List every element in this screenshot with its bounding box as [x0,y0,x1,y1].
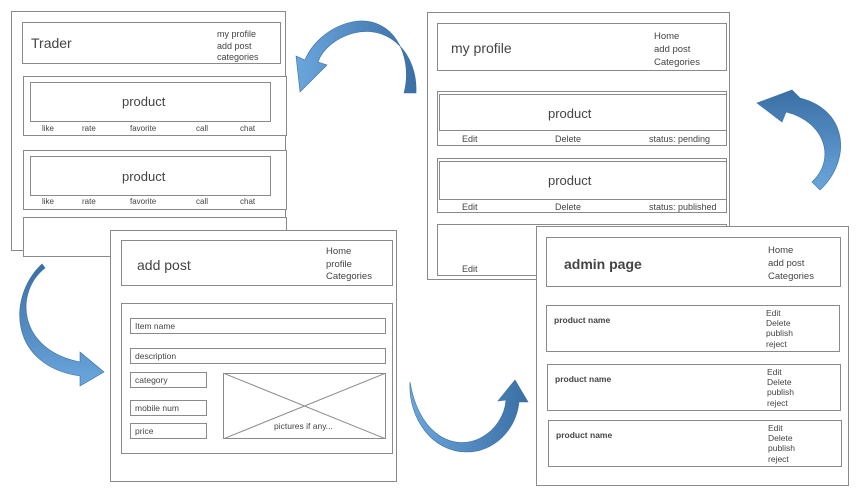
profile-header: my profile Home add post Categories [437,23,727,71]
category-field[interactable]: category [130,372,207,388]
edit-button[interactable]: Edit [462,202,478,212]
trader-product-card: product like rate favorite call chat [23,150,287,210]
nav-home[interactable]: Home [768,245,794,256]
mobile-placeholder: mobile num [135,403,179,413]
delete-button[interactable]: Delete [767,377,792,388]
admin-nav: Home add post Categories [768,244,814,283]
item-name-field[interactable]: Item name [130,318,386,334]
like-action[interactable]: like [42,197,55,206]
add-post-header: add post Home profile Categories [121,240,393,286]
chat-action[interactable]: chat [240,124,256,133]
product-name: product name [555,374,612,384]
admin-page: admin page Home add post Categories prod… [536,226,849,486]
admin-product-row: product name Edit Delete publish reject [547,364,841,411]
product-title: product [548,173,592,188]
reject-button[interactable]: reject [766,338,787,349]
mobile-field[interactable]: mobile num [130,400,207,416]
rate-action[interactable]: rate [82,124,96,133]
product-image-area: product [30,82,271,122]
product-title: product [548,106,592,121]
profile-page: my profile Home add post Categories prod… [427,12,730,280]
delete-button[interactable]: Delete [768,433,793,444]
curved-arrow-icon [295,20,417,94]
favorite-action[interactable]: favorite [130,197,157,206]
product-image-area: product [30,156,271,196]
pictures-label: pictures if any... [274,421,333,431]
product-name: product name [556,430,613,440]
edit-button[interactable]: Edit [462,134,478,144]
reject-button[interactable]: reject [768,453,789,464]
status-badge: status: pending [649,134,711,144]
nav-home[interactable]: Home [654,31,680,42]
profile-product-card: product Edit Delete status: published [437,158,727,213]
publish-button[interactable]: publish [766,328,793,339]
rate-action[interactable]: rate [82,197,96,206]
admin-title: admin page [564,256,642,272]
picture-upload-area[interactable]: pictures if any... [223,373,386,439]
product-title: product [122,94,166,109]
trader-product-card: product like rate favorite call chat [23,76,287,136]
add-post-form: Item name description category mobile nu… [121,303,393,454]
nav-categories[interactable]: Categories [654,57,700,68]
add-post-page: add post Home profile Categories Item na… [110,230,397,482]
image-placeholder-icon [223,373,386,439]
add-post-title: add post [137,257,191,273]
product-title: product [122,169,166,184]
publish-button[interactable]: publish [767,387,794,398]
nav-profile[interactable]: profile [326,258,352,270]
nav-my-profile[interactable]: my profile [217,29,257,39]
profile-title: my profile [451,40,512,56]
curved-arrow-icon [409,379,529,453]
delete-button[interactable]: Delete [766,318,791,329]
nav-add-post[interactable]: add post [654,44,691,55]
call-action[interactable]: call [196,197,209,206]
status-badge: status: published [649,202,717,212]
trader-nav: my profile add post categories [217,29,259,64]
product-image-area: product [439,161,727,200]
trader-page: Trader my profile add post categories pr… [11,11,287,257]
item-name-placeholder: Item name [135,321,176,331]
trader-header: Trader my profile add post categories [22,22,281,64]
edit-button[interactable]: Edit [766,308,781,318]
admin-row-actions: Edit Delete publish reject [767,367,794,408]
edit-button[interactable]: Edit [767,367,782,377]
description-field[interactable]: description [130,348,386,364]
favorite-action[interactable]: favorite [130,124,157,133]
chat-action[interactable]: chat [240,197,256,206]
nav-add-post[interactable]: add post [217,40,252,51]
nav-categories[interactable]: categories [217,52,259,62]
delete-button[interactable]: Delete [555,134,582,144]
delete-button[interactable]: Delete [555,202,582,212]
curved-arrow-icon [756,89,841,191]
add-post-nav: Home profile Categories [326,246,372,284]
trader-title: Trader [31,35,72,51]
admin-row-actions: Edit Delete publish reject [768,423,795,464]
category-placeholder: category [135,375,168,385]
profile-nav: Home add post Categories [654,30,700,69]
description-placeholder: description [135,351,177,361]
call-action[interactable]: call [196,124,209,133]
admin-product-row: product name Edit Delete publish reject [546,305,840,352]
profile-product-card: product Edit Delete status: pending [437,91,727,146]
admin-product-row: product name Edit Delete publish reject [548,420,842,467]
reject-button[interactable]: reject [767,397,788,408]
edit-button[interactable]: Edit [462,264,478,274]
admin-header: admin page Home add post Categories [546,237,841,287]
product-image-area: product [439,94,727,131]
publish-button[interactable]: publish [768,443,795,454]
admin-row-actions: Edit Delete publish reject [766,308,793,349]
like-action[interactable]: like [42,124,55,133]
nav-categories[interactable]: Categories [326,271,372,282]
price-placeholder: price [135,426,154,436]
price-field[interactable]: price [130,423,207,439]
nav-categories[interactable]: Categories [768,271,814,282]
edit-button[interactable]: Edit [768,423,783,433]
nav-home[interactable]: Home [326,246,352,257]
curved-arrow-icon [19,263,105,387]
product-name: product name [554,315,611,325]
nav-add-post[interactable]: add post [768,258,805,269]
